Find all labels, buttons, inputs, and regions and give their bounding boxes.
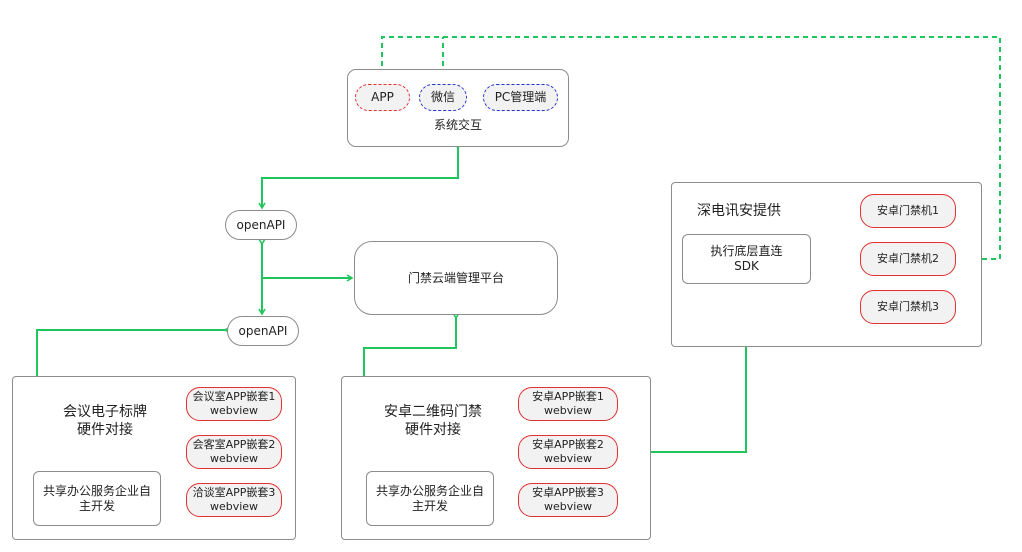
qr-dev-line2: 主开发: [411, 498, 448, 513]
meeting-dev-line2: 主开发: [78, 498, 115, 513]
meeting-self-dev-node[interactable]: 共享办公服务企业自 主开发: [33, 471, 161, 526]
sdk-line1: 执行底层直连: [710, 244, 783, 258]
openapi-node-top[interactable]: openAPI: [225, 210, 297, 240]
meeting-embed-3-sub: webview: [209, 500, 259, 513]
connector-system-openapi: [258, 142, 462, 210]
meeting-signage-title: 会议电子标牌 硬件对接: [40, 403, 170, 439]
sdk-node[interactable]: 执行底层直连 SDK: [682, 234, 811, 284]
qr-access-title: 安卓二维码门禁 硬件对接: [368, 403, 498, 439]
meeting-embed-3-name: 洽谈室APP嵌套3: [192, 486, 276, 499]
access-cloud-platform-node[interactable]: 门禁云端管理平台: [354, 241, 558, 315]
qr-embed-3-sub: webview: [543, 500, 593, 513]
qr-embed-1-sub: webview: [543, 404, 593, 417]
app-client-node[interactable]: APP: [355, 84, 410, 111]
wechat-client-node[interactable]: 微信: [419, 84, 467, 111]
qr-embed-2-name: 安卓APP嵌套2: [532, 438, 604, 451]
qr-embed-1-name: 安卓APP嵌套1: [532, 390, 604, 403]
qr-embed-3[interactable]: 安卓APP嵌套3 webview: [518, 483, 618, 517]
android-access-device-2[interactable]: 安卓门禁机2: [860, 242, 956, 276]
meeting-title-line2: 硬件对接: [77, 422, 133, 438]
qr-embed-3-name: 安卓APP嵌套3: [532, 486, 604, 499]
meeting-embed-2-name: 会客室APP嵌套2: [192, 438, 276, 451]
openapi-node-bottom[interactable]: openAPI: [227, 316, 299, 346]
android-access-device-1[interactable]: 安卓门禁机1: [860, 194, 956, 228]
qr-title-line1: 安卓二维码门禁: [384, 404, 482, 420]
meeting-embed-3[interactable]: 洽谈室APP嵌套3 webview: [186, 483, 282, 517]
qr-dev-line1: 共享办公服务企业自: [375, 483, 484, 498]
system-interaction-label: 系统交互: [433, 118, 482, 132]
qr-embed-1[interactable]: 安卓APP嵌套1 webview: [518, 387, 618, 421]
meeting-embed-1-sub: webview: [209, 404, 259, 417]
meeting-dev-line1: 共享办公服务企业自: [42, 483, 151, 498]
qr-embed-2-sub: webview: [543, 452, 593, 465]
android-access-device-3[interactable]: 安卓门禁机3: [860, 290, 956, 324]
qr-self-dev-node[interactable]: 共享办公服务企业自 主开发: [366, 471, 494, 526]
meeting-embed-2-sub: webview: [209, 452, 259, 465]
meeting-embed-1-name: 会议室APP嵌套1: [192, 390, 276, 403]
meeting-embed-2[interactable]: 会客室APP嵌套2 webview: [186, 435, 282, 469]
meeting-title-line1: 会议电子标牌: [63, 404, 147, 420]
qr-title-line2: 硬件对接: [405, 422, 461, 438]
meeting-embed-1[interactable]: 会议室APP嵌套1 webview: [186, 387, 282, 421]
qr-embed-2[interactable]: 安卓APP嵌套2 webview: [518, 435, 618, 469]
provider-title: 深电讯安提供: [697, 203, 781, 219]
sdk-line2: SDK: [734, 259, 759, 273]
pc-admin-client-node[interactable]: PC管理端: [483, 84, 558, 111]
